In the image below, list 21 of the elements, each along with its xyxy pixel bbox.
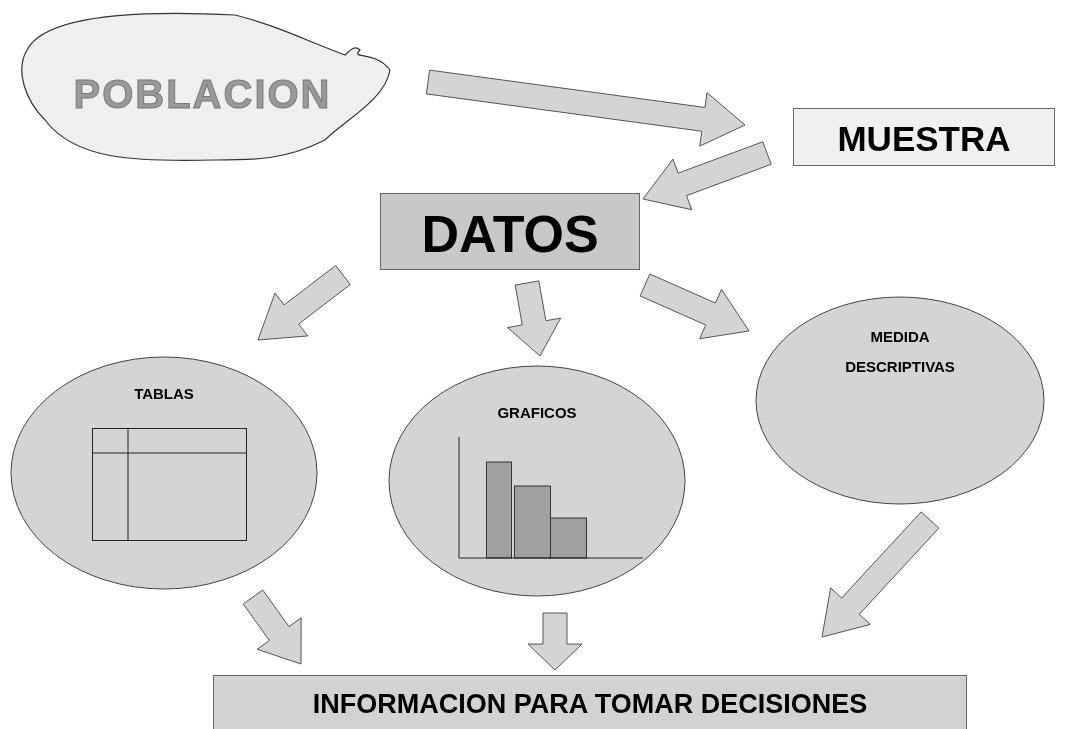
block-arrow [642,141,772,211]
block-arrow [507,280,562,357]
process-box [793,108,1055,166]
ellipse-node [755,296,1045,505]
block-arrow [527,612,583,671]
result-band [213,675,967,729]
ellipse-node [10,356,318,590]
node-label: INFORMACION PARA TOMAR DECISIONES [311,688,869,721]
node-label: POBLACION [72,71,333,118]
ellipse-node [388,365,686,597]
block-arrow [257,264,351,341]
node-label: GRAFICOS [496,403,578,423]
block-arrow [425,69,746,147]
block-arrow [639,273,750,340]
node-label: MUESTRA [836,118,1012,160]
node-label: DATOS [420,204,600,265]
node-label: TABLAS [133,384,195,404]
node-label: MEDIDA DESCRIPTIVAS [844,327,956,377]
block-arrow [821,511,940,638]
process-box [380,193,640,270]
block-arrow [242,589,302,665]
